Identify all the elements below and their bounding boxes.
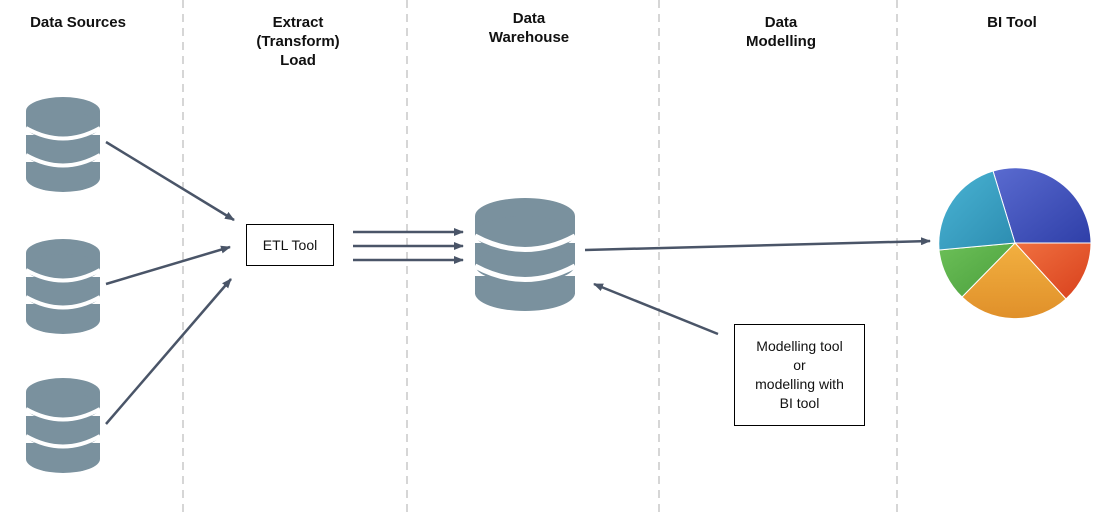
database-icon [25, 239, 101, 334]
arrow-modelling-to-warehouse [593, 282, 719, 336]
etl-tool-box: ETL Tool [246, 224, 334, 266]
pie-chart-icon [938, 167, 1092, 320]
column-header-etl: Extract (Transform) Load [256, 14, 340, 69]
flow-arrows [105, 140, 931, 425]
arrow-warehouse-to-bi [584, 237, 931, 252]
modelling-note-box: Modelling tool or modelling with BI tool [734, 324, 865, 426]
arrow-source2-to-etl [105, 245, 231, 286]
pie-slice-blue [992, 167, 1092, 244]
column-dividers [182, 0, 898, 513]
column-header-data-modelling: Data Modelling [746, 14, 816, 50]
column-header-data-warehouse: Data Warehouse [488, 10, 570, 46]
arrow-source3-to-etl [105, 278, 232, 425]
database-icon [473, 198, 577, 311]
database-icon [25, 378, 101, 473]
database-icon [25, 97, 101, 192]
pie-slice-cyan [938, 170, 1016, 251]
pie-slice-red [1013, 242, 1092, 300]
arrow-source1-to-etl [105, 140, 235, 222]
column-header-data-sources: Data Sources [30, 14, 126, 31]
pie-slice-orange [961, 242, 1067, 320]
etl-tool-label: ETL Tool [262, 237, 318, 253]
column-header-bi-tool: BI Tool [987, 14, 1037, 31]
modelling-note-label: Modelling tool or modelling with BI tool [755, 338, 844, 411]
